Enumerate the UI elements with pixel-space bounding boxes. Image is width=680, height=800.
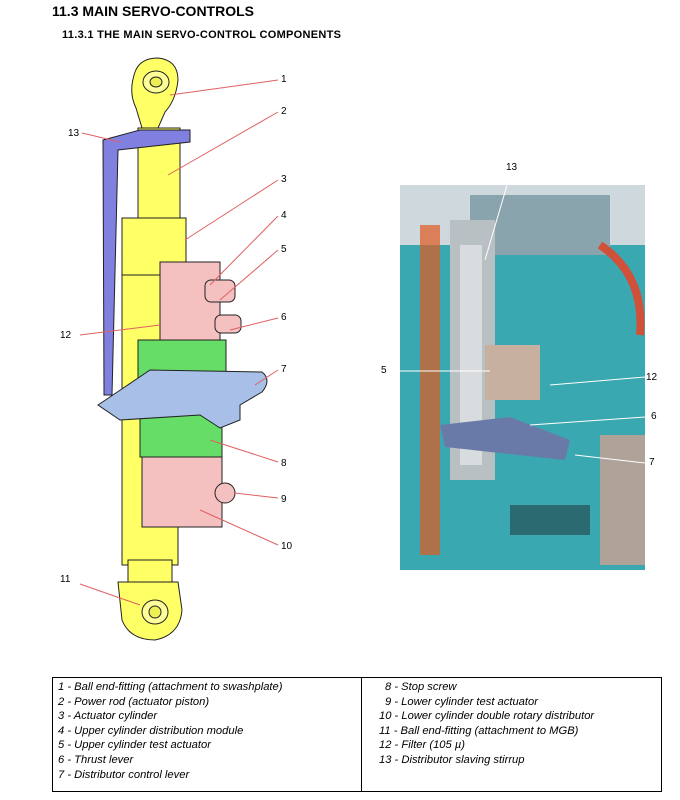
legend-left-column: 1 - Ball end-fitting (attachment to swas… <box>58 680 282 782</box>
callout-4: 4 <box>281 210 287 221</box>
photo-leader-lines <box>400 185 645 464</box>
photo-callout-6: 6 <box>651 411 657 422</box>
drawing-leader-lines <box>79 79 279 606</box>
legend-item: 11 - Ball end-fitting (attachment to MGB… <box>379 724 579 737</box>
legend-item: 9 - Lower cylinder test actuator <box>385 695 538 708</box>
photo-callout-12: 12 <box>646 372 658 383</box>
callout-11: 11 <box>60 574 71 585</box>
legend-item: 4 - Upper cylinder distribution module <box>58 724 244 737</box>
callout-13: 13 <box>68 128 80 139</box>
servo-control-drawing: 1 2 3 4 5 6 7 8 9 10 11 12 13 <box>60 57 293 641</box>
callout-6: 6 <box>281 312 287 323</box>
lower-distribution-module <box>141 456 236 528</box>
callout-3: 3 <box>281 174 287 185</box>
legend-item: 6 - Thrust lever <box>58 753 134 766</box>
callout-10: 10 <box>281 541 293 552</box>
photo-callout-13: 13 <box>506 162 518 173</box>
legend-item: 1 - Ball end-fitting (attachment to swas… <box>58 681 283 693</box>
legend-item: 5 - Upper cylinder test actuator <box>58 739 211 752</box>
legend-table: 1 - Ball end-fitting (attachment to swas… <box>52 677 662 792</box>
callout-5: 5 <box>281 244 287 255</box>
legend-item: 2 - Power rod (actuator piston) <box>58 695 210 708</box>
servo-control-photo <box>400 185 645 570</box>
legend-divider <box>361 678 362 791</box>
callout-9: 9 <box>281 494 287 505</box>
legend-item: 8 - Stop screw <box>385 681 457 693</box>
subsection-title: 11.3.1 THE MAIN SERVO-CONTROL COMPONENTS <box>62 29 342 41</box>
legend-item: 3 - Actuator cylinder <box>58 710 158 723</box>
upper-distribution-module <box>159 261 242 343</box>
callout-8: 8 <box>281 458 287 469</box>
callout-7: 7 <box>281 364 287 375</box>
section-title: 11.3 MAIN SERVO-CONTROLS <box>52 3 255 19</box>
callout-2: 2 <box>281 106 287 117</box>
callout-1: 1 <box>281 74 287 85</box>
legend-item: 7 - Distributor control lever <box>58 768 190 781</box>
legend-item: 12 - Filter (105 µ) <box>379 739 466 752</box>
drawing-callouts: 1 2 3 4 5 6 7 8 9 10 11 12 13 <box>60 74 293 585</box>
photo-callout-5: 5 <box>381 365 387 376</box>
legend-item: 13 - Distributor slaving stirrup <box>379 753 525 766</box>
photo-callout-7: 7 <box>649 457 655 468</box>
callout-12: 12 <box>60 330 72 341</box>
legend-right-column: 8 - Stop screw 9 - Lower cylinder test a… <box>370 680 594 768</box>
slaving-stirrup <box>102 129 191 396</box>
lower-green-module <box>139 414 223 458</box>
thrust-lever <box>97 369 268 429</box>
legend-item: 10 - Lower cylinder double rotary distri… <box>379 710 595 723</box>
